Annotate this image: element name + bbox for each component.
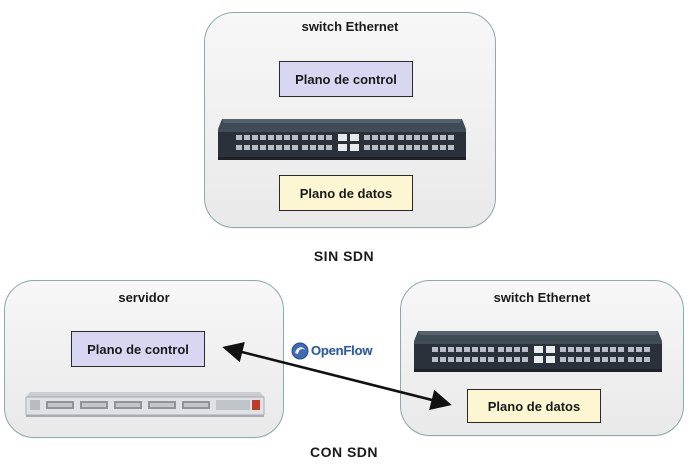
server-control-plane-box: Plano de control xyxy=(71,331,205,367)
openflow-label: OpenFlow xyxy=(311,343,373,358)
openflow-logo-icon xyxy=(291,342,309,360)
bottom-data-plane-box: Plano de datos xyxy=(467,389,601,423)
bottom-switch-title: switch Ethernet xyxy=(493,290,591,305)
top-switch-title: switch Ethernet xyxy=(301,19,399,34)
top-switch-hardware-icon xyxy=(218,119,466,160)
top-control-plane-box: Plano de control xyxy=(279,61,413,97)
connector-arrow xyxy=(222,342,452,410)
top-data-plane-box: Plano de datos xyxy=(279,175,413,211)
caption-con-sdn: CON SDN xyxy=(309,444,379,460)
caption-sin-sdn: SIN SDN xyxy=(313,248,375,264)
server-title: servidor xyxy=(118,290,170,305)
